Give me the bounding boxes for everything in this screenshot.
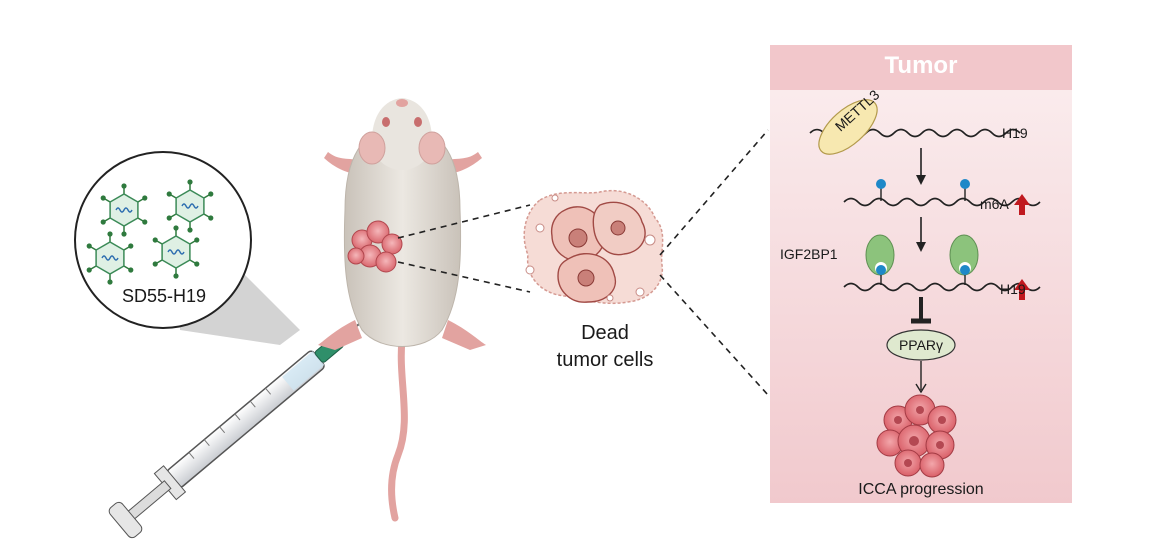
mouse <box>318 98 486 522</box>
panel-zoom-upper <box>659 129 769 256</box>
mettl3-enzyme <box>818 99 878 155</box>
igf2bp1-reader-right <box>949 234 979 276</box>
dead-tumor-cells <box>523 189 664 305</box>
zoom-line-lower <box>397 261 531 293</box>
h19-rna-stabilized <box>843 282 1041 292</box>
pathway-diagram <box>809 99 1041 478</box>
virus-particle <box>152 225 200 279</box>
m6a-dot-right <box>960 179 970 189</box>
syringe <box>108 292 396 539</box>
dead-cells-line1: Dead <box>581 322 629 344</box>
up-arrow-h19 <box>1014 279 1030 300</box>
virus-callout <box>74 151 252 329</box>
icca-tumor-mass <box>876 394 957 478</box>
virus-particle <box>166 179 214 233</box>
igf2bp1-reader-left <box>865 234 895 276</box>
up-arrow-m6a <box>1014 194 1030 215</box>
mouse-tumor <box>347 220 403 273</box>
h19-label-stabilized: H19 <box>1000 281 1026 297</box>
zoom-line-upper <box>397 204 531 239</box>
m6a-label: m6A <box>980 196 1009 212</box>
icca-progression-label: ICCA progression <box>858 481 984 498</box>
virus-label: SD55-H19 <box>121 286 207 306</box>
panel-title: Tumor <box>770 45 1072 90</box>
ppar-label: PPARγ <box>898 337 944 353</box>
tumor-panel: Tumor <box>770 45 1072 503</box>
virus-particle <box>86 231 134 285</box>
dead-cells-line2: tumor cells <box>556 349 654 371</box>
igf2bp1-label: IGF2BP1 <box>780 246 838 262</box>
panel-zoom-lower <box>659 274 769 396</box>
ppar-node <box>886 329 956 361</box>
virus-particle <box>100 183 148 237</box>
m6a-dot-left <box>876 179 886 189</box>
m6a-rna <box>843 197 1041 207</box>
h19-label-top: H19 <box>1002 125 1028 141</box>
